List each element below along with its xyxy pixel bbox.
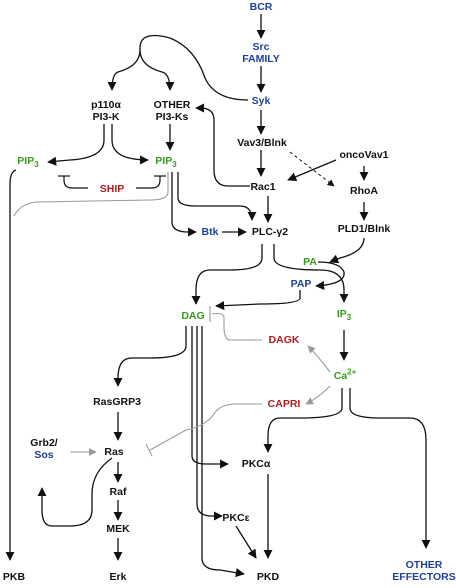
- node-pip3-left-base: PIP: [17, 154, 35, 167]
- edge-plc-ip3: [273, 244, 349, 303]
- node-pip3-mid-base: PIP: [155, 154, 173, 167]
- edge-dag-pkce: [196, 326, 223, 521]
- node-ip3: IP3: [337, 308, 351, 324]
- node-mek: MEK: [106, 523, 130, 535]
- edge-ca-pkca: [263, 388, 343, 453]
- edge-oncovav-rac1: [287, 159, 337, 182]
- edge-plc-dag: [191, 244, 263, 305]
- node-p110-line2: PI3-K: [92, 111, 120, 123]
- edge-rac1-otherpi3: [195, 103, 250, 187]
- edge-capri-ras: [149, 403, 262, 451]
- node-dagk: DAGK: [268, 334, 300, 346]
- node-grb2: Grb2/: [30, 437, 58, 449]
- node-vav3-blnk: Vav3/Blnk: [237, 137, 287, 149]
- node-pip3-mid-sub: 3: [172, 160, 177, 170]
- node-p110-line1: p110α: [91, 99, 121, 111]
- node-ca: Ca2+: [334, 366, 357, 382]
- node-pip3-left-sub: 3: [34, 160, 39, 170]
- node-ca-base: Ca: [333, 369, 348, 382]
- node-ip3-sub: 3: [346, 313, 352, 323]
- node-plc-gamma2: PLC-γ2: [251, 226, 289, 238]
- gray-pip3-line: [13, 172, 169, 217]
- node-sos: Sos: [34, 449, 54, 461]
- edge-capri-ras-bar: [145, 443, 153, 457]
- edge-pap-dag: [215, 290, 301, 311]
- node-pip3-mid: PIP3: [155, 155, 176, 171]
- node-other-pi3ks: OTHER PI3-Ks: [154, 99, 191, 123]
- edge-dag-pkd: [201, 326, 245, 578]
- edge-pip3-plc: [177, 172, 257, 221]
- node-erk: Erk: [109, 571, 127, 583]
- node-bcr: BCR: [249, 1, 273, 13]
- node-pkd: PKD: [256, 571, 280, 583]
- node-src-family: Src FAMILY: [242, 41, 280, 65]
- node-pkc-alpha: PKCα: [241, 458, 271, 470]
- node-p110-pi3k: p110α PI3-K: [91, 99, 121, 123]
- node-ip3-base: IP: [336, 307, 347, 320]
- node-pkc-epsilon: PKCε: [222, 512, 250, 524]
- edge-pa-pap: [315, 261, 345, 290]
- edge-p110-pip3mid: [111, 124, 149, 165]
- ship-inhibit-right: [136, 176, 161, 189]
- edge-dag-rasgrp3: [113, 326, 187, 387]
- node-btk: Btk: [201, 226, 219, 238]
- edge-ca-capri: [305, 385, 331, 405]
- node-ship: SHIP: [99, 183, 125, 195]
- node-raf: Raf: [109, 486, 127, 498]
- edge-syk-other-pi3k: [139, 49, 175, 91]
- edge-vav3-rhoa-dashed: [289, 151, 335, 187]
- edge-pld1-pa: [329, 237, 365, 264]
- node-rasgrp3: RasGRP3: [93, 396, 141, 408]
- edge-p110-pip3: [47, 124, 105, 166]
- node-src-line1: Src: [252, 41, 270, 53]
- node-other-effectors-line2: EFFECTORS: [392, 571, 456, 583]
- edge-pip3-btk: [171, 172, 197, 237]
- ship-inhibit-left: [63, 176, 88, 189]
- node-pa: PA: [303, 256, 317, 268]
- node-pip3-left: PIP3: [17, 155, 38, 171]
- node-pkb: PKB: [2, 571, 26, 583]
- node-ras: Ras: [104, 446, 124, 458]
- node-capri: CAPRI: [267, 398, 301, 410]
- edge-ras-grb2-loop: [37, 457, 113, 527]
- node-grb2-sos: Grb2/ Sos: [30, 437, 57, 461]
- node-pap: PAP: [290, 278, 312, 290]
- edge-ca-dagk: [307, 345, 331, 373]
- node-pld1-blnk: PLD1/Blnk: [337, 223, 391, 235]
- edge-dag-pkca: [191, 326, 229, 469]
- node-other-effectors-line1: OTHER: [405, 559, 443, 571]
- node-other-effectors: OTHER EFFECTORS: [392, 559, 455, 583]
- node-other-pi3ks-line2: PI3-Ks: [155, 111, 189, 123]
- node-syk: Syk: [251, 95, 271, 107]
- edge-pip3-pkb: [5, 169, 17, 561]
- edge-pkce-pkd: [235, 525, 257, 559]
- node-rhoa: RhoA: [350, 185, 378, 197]
- edge-ca-effectors: [349, 388, 431, 549]
- node-ca-sup: 2+: [347, 367, 357, 377]
- edge-syk-pi3k: [107, 34, 249, 101]
- node-rac1: Rac1: [250, 181, 276, 193]
- edge-dagk-dag: [211, 312, 262, 341]
- node-src-line2: FAMILY: [242, 53, 280, 65]
- node-oncovav1: oncoVav1: [339, 149, 389, 161]
- node-other-pi3ks-line1: OTHER: [153, 99, 191, 111]
- node-dag: DAG: [181, 310, 205, 322]
